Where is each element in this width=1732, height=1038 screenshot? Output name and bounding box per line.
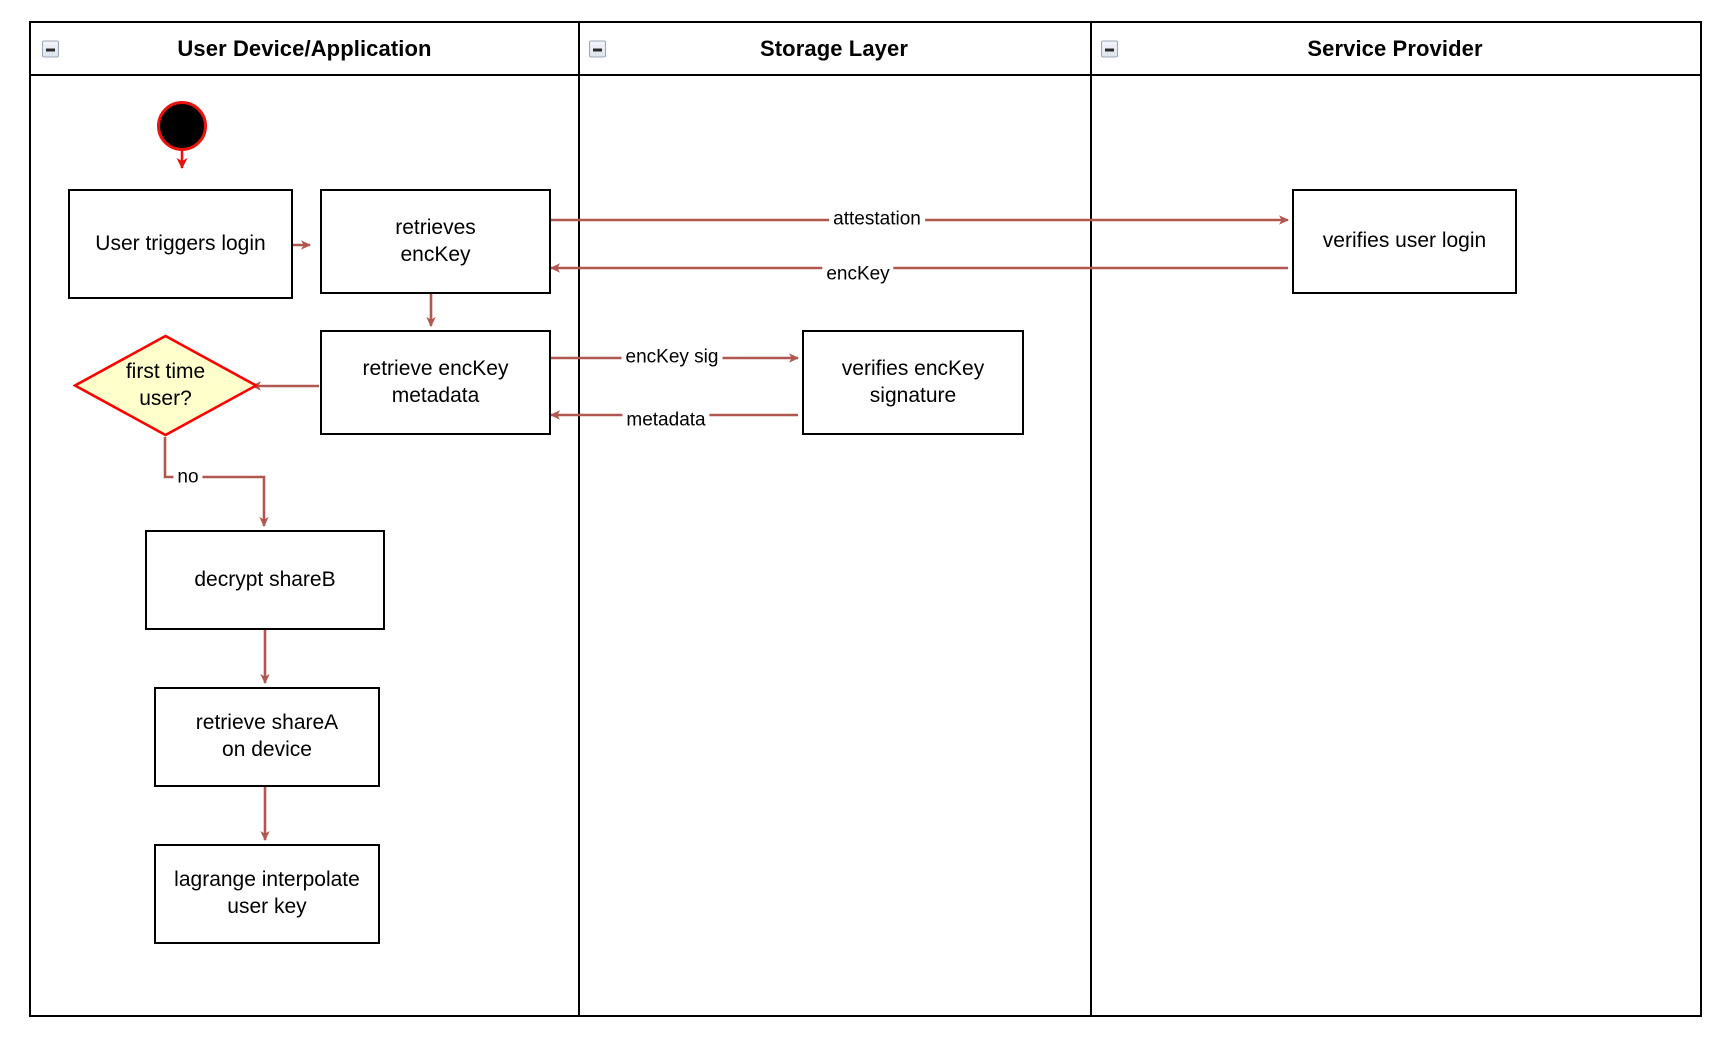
edge-label-metadata: metadata bbox=[622, 410, 710, 432]
node-verifies-user-login[interactable]: verifies user login bbox=[1292, 189, 1517, 294]
node-user-triggers-login[interactable]: User triggers login bbox=[68, 189, 293, 299]
node-verifies-enckey-signature[interactable]: verifies encKey signature bbox=[802, 330, 1024, 435]
node-first-time-user-decision[interactable]: first time user? bbox=[73, 334, 258, 437]
node-retrieves-enckey[interactable]: retrieves encKey bbox=[320, 189, 551, 294]
edge-label-attestation: attestation bbox=[829, 209, 925, 231]
lane-header-storage-layer[interactable]: Storage Layer bbox=[578, 23, 1090, 76]
edge-label-enckey-sig: encKey sig bbox=[621, 347, 723, 369]
node-decrypt-shareb[interactable]: decrypt shareB bbox=[145, 530, 385, 630]
lane-header-user-device[interactable]: User Device/Application bbox=[31, 23, 578, 76]
edge-label-enckey: encKey bbox=[822, 264, 894, 286]
lane-title: Service Provider bbox=[1307, 35, 1483, 61]
node-retrieve-sharea-on-device[interactable]: retrieve shareA on device bbox=[154, 687, 380, 787]
lane-header-service-provider[interactable]: Service Provider bbox=[1090, 23, 1700, 76]
node-lagrange-interpolate-user-key[interactable]: lagrange interpolate user key bbox=[154, 844, 380, 944]
collapse-minus-icon[interactable] bbox=[42, 40, 59, 57]
decision-label: first time user? bbox=[125, 360, 206, 410]
lane-divider-1 bbox=[578, 23, 580, 1015]
lane-divider-2 bbox=[1090, 23, 1092, 1015]
collapse-minus-icon[interactable] bbox=[1101, 40, 1118, 57]
lane-title: Storage Layer bbox=[759, 35, 909, 61]
start-node[interactable] bbox=[157, 101, 207, 151]
node-retrieve-enckey-metadata[interactable]: retrieve encKey metadata bbox=[320, 330, 551, 435]
edge-label-no: no bbox=[173, 467, 203, 489]
collapse-minus-icon[interactable] bbox=[589, 40, 606, 57]
lane-title: User Device/Application bbox=[177, 35, 432, 61]
